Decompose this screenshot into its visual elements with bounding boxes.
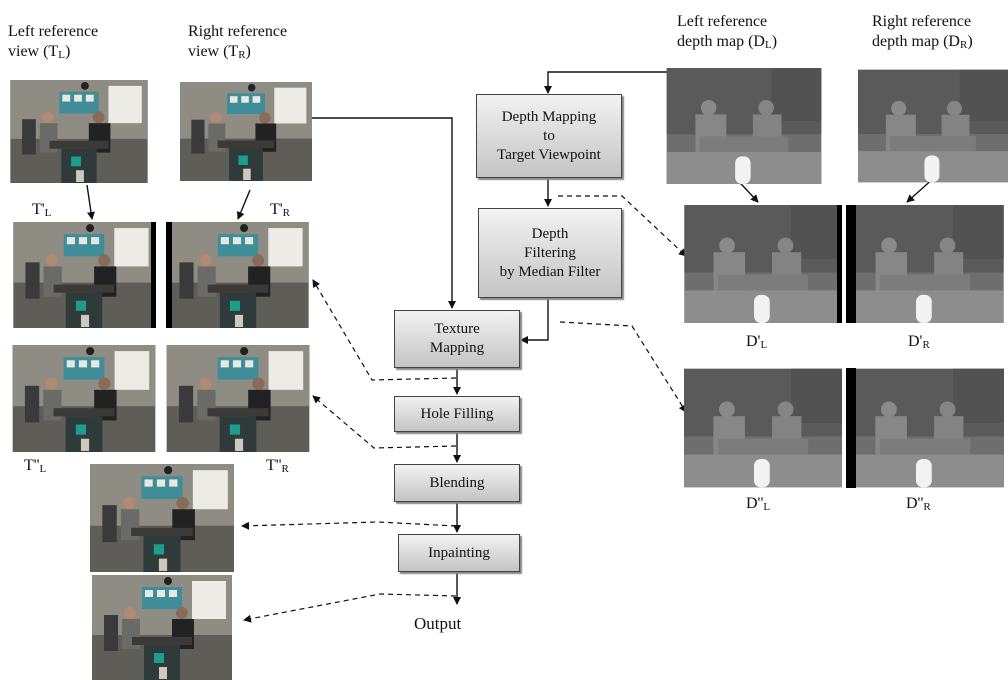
right-reference-depth-label: Right reference depth map (DR) [872,13,973,51]
d-prime-l-label: D'L [746,333,768,351]
right-reference-view-label: Right reference view (TR) [188,23,288,61]
d-prime-r-label: D'R [908,333,930,351]
d-double-prime-r-image [846,368,1004,488]
left-reference-view-image [8,80,150,183]
t-double-prime-r-label: T''R [266,457,289,475]
dashed-to-ddprime [559,321,687,413]
arrow-texture-input [312,117,456,309]
t-prime-r-label: T'R [270,201,290,219]
inpainting-step: Inpainting [398,534,520,572]
left-reference-view-label: Left reference view (TL) [8,23,99,61]
inpainted-image [90,575,234,680]
arrow-depth-input [544,71,670,94]
d-prime-l-image [684,205,842,323]
d-double-prime-l-label: D''L [746,495,771,513]
t-double-prime-l-image [12,345,156,452]
d-double-prime-r-label: D''R [906,495,931,513]
d-double-prime-l-image [684,368,842,488]
left-reference-depth-image [664,68,824,184]
t-double-prime-l-label: T''L [24,457,47,475]
dashed-blending-output [241,521,457,530]
blended-image [90,464,234,572]
arrow-tr-to-tpr [236,189,251,220]
blending-step: Blending [394,464,520,502]
output-label: Output [414,614,462,633]
t-prime-r-image [166,222,310,328]
right-reference-depth-image [858,68,1008,184]
t-prime-l-image [12,222,156,328]
hole-filling-step: Hole Filling [394,396,520,432]
right-reference-view-image [180,80,312,183]
t-double-prime-r-image [166,345,310,452]
left-reference-depth-label: Left reference depth map (DL) [677,13,778,51]
d-prime-r-image [846,205,1004,323]
arrow-tl-to-tpl [86,184,95,220]
t-prime-l-label: T'L [32,201,52,219]
arrow-filtering-to-texture [520,298,549,344]
